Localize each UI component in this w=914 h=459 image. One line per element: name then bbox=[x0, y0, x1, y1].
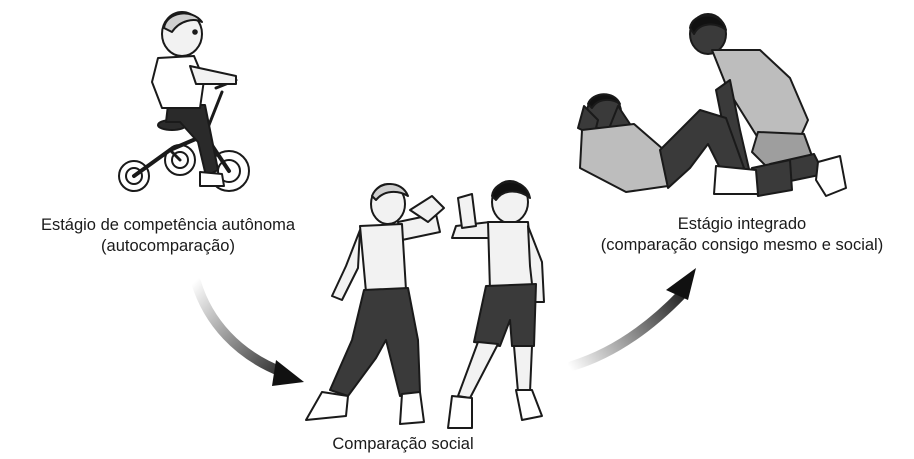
autonomous-stage-title: Estágio de competência autônoma bbox=[8, 215, 328, 236]
integrated-stage-label: Estágio integrado (comparação consigo me… bbox=[574, 214, 910, 256]
social-comparison-label: Comparação social bbox=[318, 434, 488, 455]
arrow-autonomous-to-social bbox=[196, 282, 304, 386]
two-boys-flexing-illustration bbox=[306, 181, 544, 428]
sit-up-partner-illustration bbox=[578, 14, 846, 196]
arrow-social-to-integrated bbox=[572, 268, 696, 366]
kneeling-partner bbox=[690, 14, 846, 196]
integrated-stage-title: Estágio integrado bbox=[574, 214, 910, 235]
integrated-stage-subtitle: (comparação consigo mesmo e social) bbox=[574, 235, 910, 256]
right-boy bbox=[448, 181, 544, 428]
child-on-tricycle-illustration bbox=[119, 12, 249, 191]
autonomous-stage-label: Estágio de competência autônoma (autocom… bbox=[8, 215, 328, 257]
autonomous-stage-subtitle: (autocomparação) bbox=[8, 236, 328, 257]
